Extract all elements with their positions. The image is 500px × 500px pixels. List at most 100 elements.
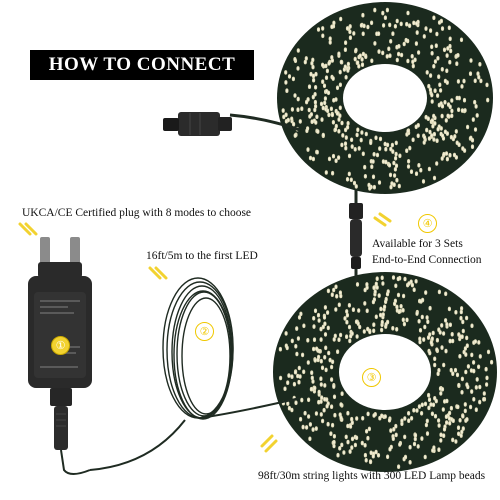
led-bead — [384, 146, 388, 152]
led-bead — [360, 130, 364, 135]
led-bead — [431, 330, 435, 336]
led-bead — [408, 145, 412, 151]
led-bead — [443, 78, 447, 84]
led-bead — [473, 127, 478, 132]
led-bead — [456, 53, 460, 58]
led-bead — [430, 336, 434, 342]
led-bead — [364, 54, 368, 60]
led-bead — [361, 31, 365, 37]
led-bead — [321, 132, 325, 138]
led-bead — [393, 173, 397, 178]
led-bead — [411, 63, 415, 69]
led-bead — [305, 128, 309, 134]
led-bead — [312, 77, 316, 83]
led-bead — [459, 433, 463, 438]
led-bead — [287, 373, 291, 378]
led-bead — [459, 315, 463, 321]
led-bead — [331, 422, 335, 428]
led-bead — [349, 333, 353, 339]
led-bead — [429, 73, 433, 78]
led-bead — [375, 276, 379, 282]
led-bead — [375, 285, 379, 290]
top-connector — [163, 112, 301, 136]
led-bead — [430, 92, 434, 98]
led-bead — [327, 350, 331, 356]
led-bead — [440, 113, 444, 119]
led-bead — [320, 117, 324, 122]
led-bead — [490, 359, 494, 365]
page-title: HOW TO CONNECT — [30, 50, 254, 80]
led-bead — [357, 308, 361, 313]
led-bead — [348, 35, 352, 40]
led-bead — [437, 423, 441, 428]
led-bead — [381, 50, 385, 56]
led-bead — [435, 337, 439, 343]
led-bead — [399, 21, 403, 27]
led-bead — [442, 427, 447, 432]
led-bead — [320, 395, 324, 401]
led-bead — [306, 360, 310, 365]
led-bead — [311, 73, 316, 79]
led-bead — [425, 315, 429, 320]
led-bead — [307, 414, 311, 419]
led-bead — [470, 389, 474, 394]
led-bead — [312, 316, 316, 321]
led-bead — [440, 323, 444, 328]
led-bead — [395, 57, 399, 63]
led-bead — [321, 62, 325, 68]
plug-caption: UKCA/CE Certified plug with 8 modes to c… — [22, 207, 252, 219]
led-bead — [442, 151, 446, 157]
led-bead — [330, 292, 334, 298]
led-bead — [439, 432, 443, 438]
led-bead — [409, 169, 414, 174]
led-bead — [321, 79, 325, 84]
led-bead — [450, 98, 454, 103]
led-bead — [373, 289, 377, 295]
led-bead — [411, 59, 415, 65]
led-bead — [330, 112, 334, 118]
led-bead — [291, 76, 295, 82]
led-bead — [313, 308, 318, 314]
led-bead — [293, 93, 297, 98]
led-bead — [311, 156, 315, 162]
led-bead — [456, 79, 460, 84]
led-bead — [290, 116, 294, 122]
led-bead — [344, 145, 348, 151]
led-bead — [286, 117, 290, 123]
led-bead — [337, 129, 341, 134]
led-bead — [435, 161, 439, 166]
led-bead — [350, 445, 354, 450]
led-bead — [378, 136, 383, 142]
led-bead — [408, 460, 412, 465]
led-bead — [380, 327, 384, 333]
led-bead — [362, 23, 366, 29]
led-bead — [327, 61, 331, 66]
led-bead — [319, 101, 324, 107]
led-bead — [429, 28, 433, 33]
led-bead — [428, 350, 432, 356]
led-bead — [296, 336, 300, 341]
led-bead — [444, 414, 448, 420]
led-bead — [363, 301, 367, 306]
led-bead — [477, 364, 481, 370]
led-bead — [316, 129, 320, 134]
led-bead — [448, 59, 452, 65]
led-bead — [301, 352, 305, 358]
led-bead — [417, 50, 421, 55]
led-bead — [341, 133, 345, 138]
led-bead — [405, 21, 409, 27]
led-bead — [292, 381, 296, 387]
led-bead — [416, 444, 420, 449]
led-bead — [432, 131, 436, 137]
led-bead — [310, 370, 314, 376]
led-bead — [298, 374, 302, 379]
led-bead — [358, 53, 362, 59]
led-bead — [304, 56, 308, 61]
led-bead — [460, 108, 464, 113]
led-bead — [285, 345, 289, 351]
led-bead — [279, 375, 283, 381]
led-bead — [416, 133, 420, 139]
led-bead — [369, 450, 373, 456]
led-bead — [391, 326, 395, 331]
